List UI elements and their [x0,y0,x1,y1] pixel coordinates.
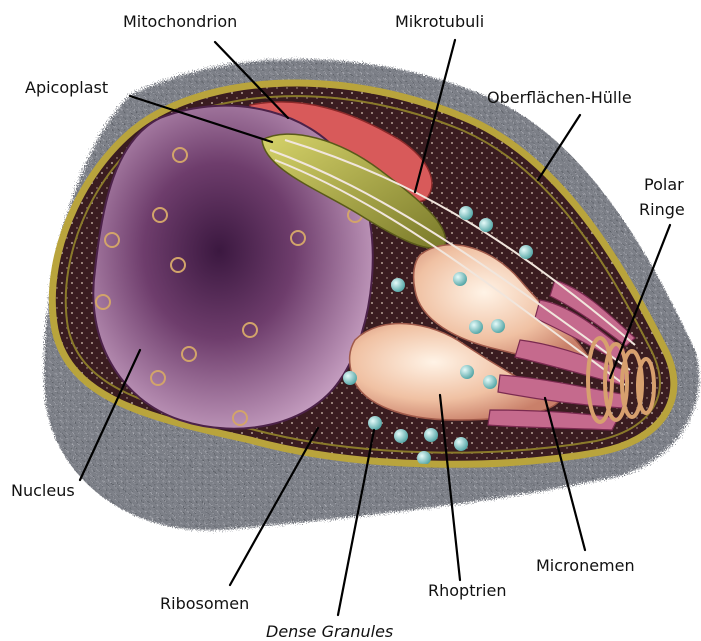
label-dense-granules: Dense Granules [266,622,393,641]
label-polar: Polar [644,175,684,194]
label-micronemen: Micronemen [536,556,635,575]
label-mikrotubuli: Mikrotubuli [395,12,484,31]
label-rhoptrien: Rhoptrien [428,581,506,600]
label-ribosomen: Ribosomen [160,594,249,613]
label-apicoplast: Apicoplast [25,78,108,97]
label-mitochondrion: Mitochondrion [123,12,237,31]
label-oberflaechen-huelle: Oberflächen-Hülle [487,88,632,107]
label-nucleus: Nucleus [11,481,75,500]
label-ringe: Ringe [639,200,685,219]
